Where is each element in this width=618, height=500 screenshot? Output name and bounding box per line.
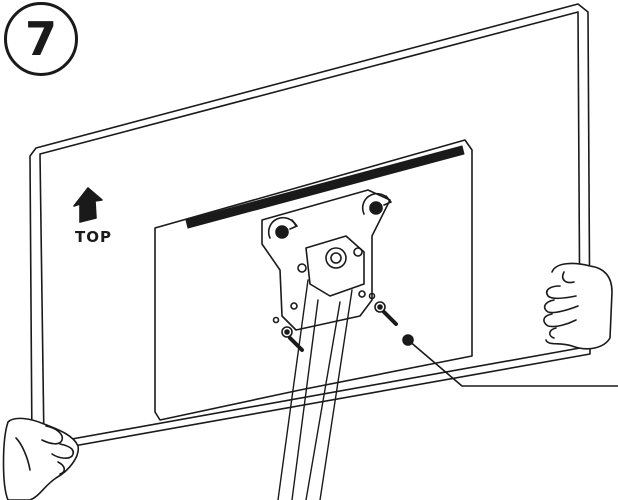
step-number: 7 [25, 16, 57, 62]
step-number-badge: 7 [4, 2, 78, 76]
right-hand [544, 264, 612, 349]
top-direction-label: TOP [75, 228, 112, 246]
